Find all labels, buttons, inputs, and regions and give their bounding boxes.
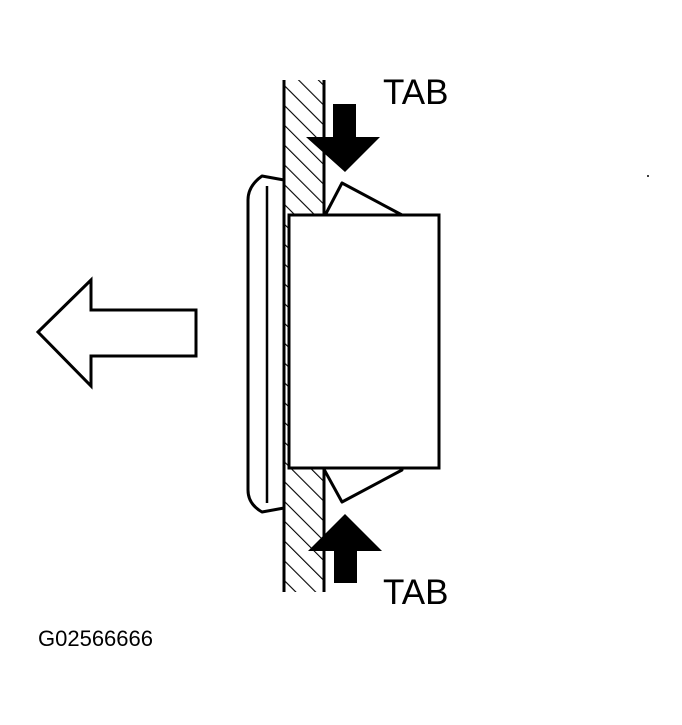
hollow-arrow-left-icon bbox=[35, 276, 198, 390]
clip-body bbox=[287, 213, 441, 470]
figure-code: G02566666 bbox=[38, 626, 153, 651]
solid-arrow-down-icon bbox=[306, 104, 380, 172]
clip-head bbox=[246, 174, 286, 514]
tab-label-bottom: TAB bbox=[383, 573, 448, 612]
scan-speck bbox=[647, 175, 649, 177]
solid-arrow-up-icon bbox=[308, 514, 382, 583]
tab-label-top: TAB bbox=[383, 73, 448, 112]
